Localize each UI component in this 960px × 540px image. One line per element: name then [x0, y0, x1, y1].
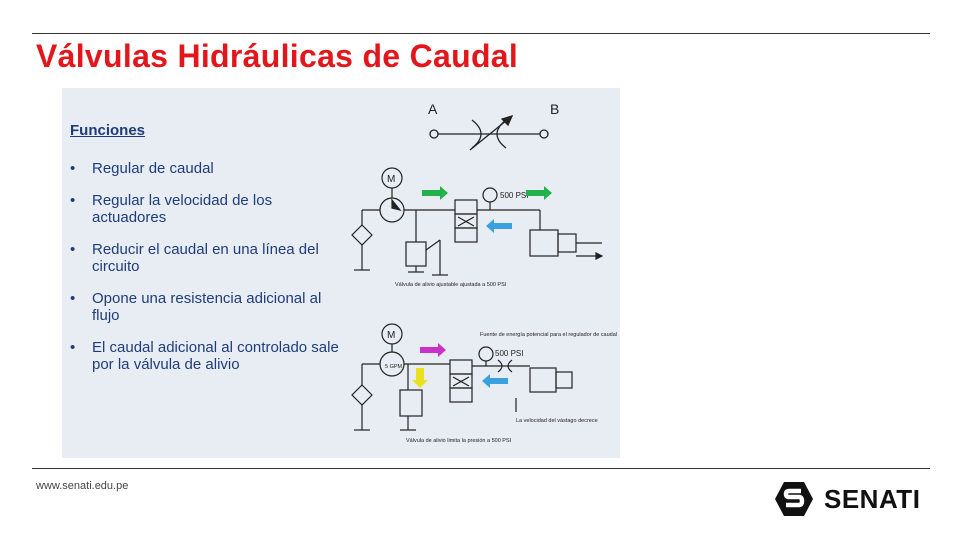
bottom-caption-left: Válvula de alivio limita la presión a 50…	[406, 438, 512, 444]
flow-control-symbol: A B	[428, 101, 559, 151]
list-item: El caudal adicional al controlado sale p…	[70, 339, 340, 373]
slide-title: Válvulas Hidráulicas de Caudal	[36, 38, 519, 74]
port-a-label: A	[428, 101, 438, 117]
port-b-label: B	[550, 101, 559, 117]
motor-label: M	[387, 330, 395, 341]
senati-logo-icon	[775, 482, 813, 516]
flow-arrow-icon	[422, 186, 448, 200]
senati-logo: SENATI	[774, 481, 920, 517]
bottom-note: Fuente de energía potencial para el regu…	[480, 332, 617, 338]
bottom-circuit: M	[351, 323, 573, 431]
footer-url: www.senati.edu.pe	[36, 480, 129, 492]
list-item: Opone una resistencia adicional al flujo	[70, 290, 340, 324]
functions-heading: Funciones	[70, 122, 146, 139]
list-item: Regular de caudal	[70, 160, 340, 177]
hydraulic-diagram: A B M	[351, 101, 617, 444]
top-caption: Válvula de alivio ajustable ajustada a 5…	[395, 282, 507, 288]
brand-name: SENATI	[824, 483, 921, 514]
return-arrow-icon	[486, 219, 512, 233]
flow-arrow-icon	[526, 186, 552, 200]
top-pressure-label: 500 PSI	[500, 191, 528, 200]
top-circuit: M	[351, 167, 604, 276]
bottom-pressure-label: 500 PSI	[495, 349, 523, 358]
bottom-caption-right: La velocidad del vástago decrece	[516, 418, 598, 424]
functions-list: Regular de caudal Regular la velocidad d…	[70, 160, 340, 388]
bottom-rule	[32, 468, 930, 469]
flow-arrow-icon	[420, 343, 446, 357]
top-rule	[32, 33, 930, 34]
list-item: Regular la velocidad de los actuadores	[70, 192, 340, 226]
motor-label: M	[387, 174, 395, 185]
relief-arrow-icon	[412, 368, 428, 388]
return-arrow-icon	[482, 374, 508, 388]
list-item: Reducir el caudal en una línea del circu…	[70, 241, 340, 275]
bottom-pump-label: 5 GPM	[385, 364, 403, 370]
